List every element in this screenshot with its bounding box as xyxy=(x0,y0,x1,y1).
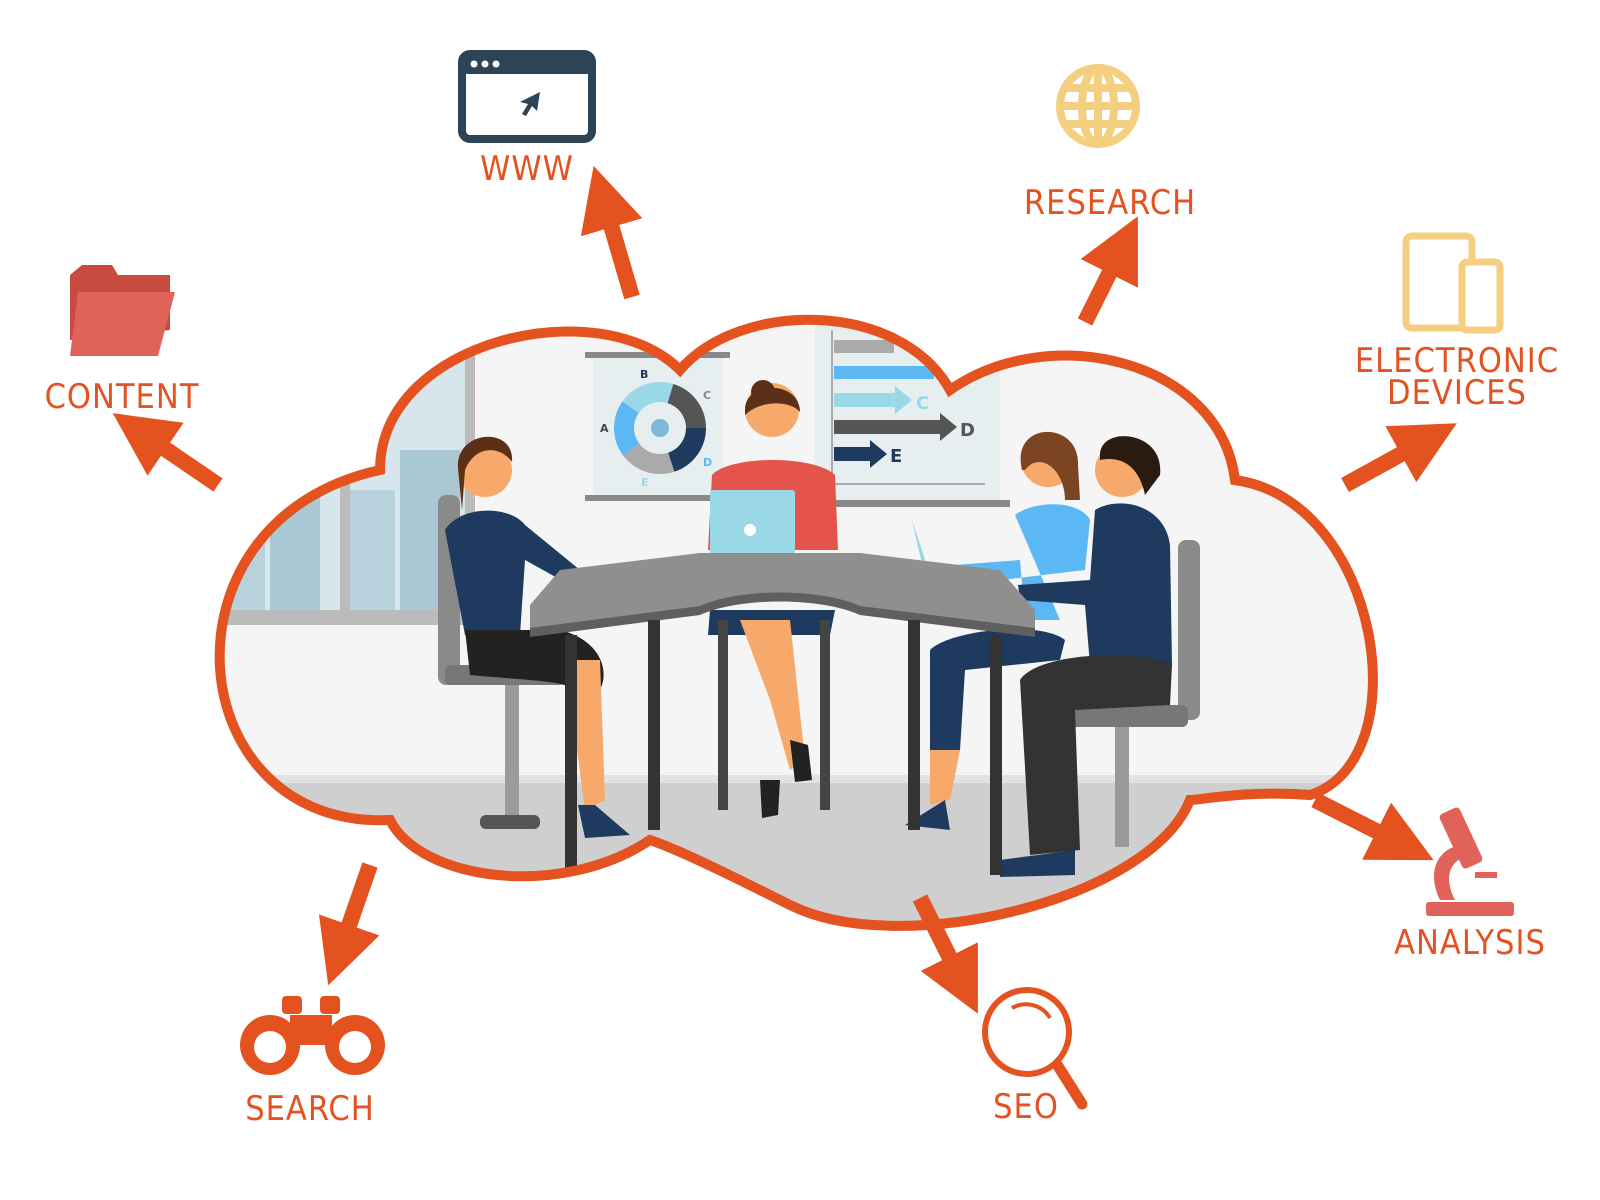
arrow-seo xyxy=(912,894,978,1014)
folder-icon xyxy=(70,265,175,356)
label-electronic-devices-line1: ELECTRONIC xyxy=(1355,341,1559,381)
bar-label-c: C xyxy=(916,393,929,414)
donut-label-d: D xyxy=(703,456,712,469)
microscope-icon xyxy=(1426,807,1514,916)
label-electronic-devices-line2: DEVICES xyxy=(1387,373,1527,413)
donut-label-a: A xyxy=(600,422,609,435)
arrow-analysis xyxy=(1311,792,1434,861)
label-search: SEARCH xyxy=(245,1089,375,1129)
meeting-table xyxy=(530,553,1035,875)
arrow-content xyxy=(112,413,223,492)
bar-label-d: D xyxy=(960,420,975,441)
meeting-scene: A B C D E C D E xyxy=(219,319,1373,926)
binoculars-icon xyxy=(240,996,385,1075)
globe-icon xyxy=(1056,64,1140,148)
man-right xyxy=(1000,436,1172,877)
arrow-search xyxy=(318,862,380,986)
whiteboard-donut-chart: A B C D E xyxy=(585,352,730,501)
label-content: CONTENT xyxy=(45,377,200,417)
label-research: RESEARCH xyxy=(1024,183,1196,223)
magnifier-icon xyxy=(982,987,1088,1110)
devices-icon xyxy=(1402,232,1504,334)
donut-label-e: E xyxy=(641,476,649,489)
label-www: WWW xyxy=(480,149,574,189)
label-seo: SEO xyxy=(993,1087,1059,1127)
arrows xyxy=(112,165,1457,1014)
woman-center xyxy=(708,380,838,818)
arrow-research xyxy=(1077,216,1138,326)
whiteboard-bar-chart: C D E xyxy=(815,325,1010,507)
arrow-www xyxy=(580,165,643,300)
donut-label-b: B xyxy=(640,368,648,381)
browser-window-icon xyxy=(458,50,596,143)
donut-label-c: C xyxy=(703,389,711,402)
bar-label-e: E xyxy=(890,446,902,467)
label-analysis: ANALYSIS xyxy=(1394,923,1546,963)
arrow-electronic-devices xyxy=(1341,423,1457,493)
